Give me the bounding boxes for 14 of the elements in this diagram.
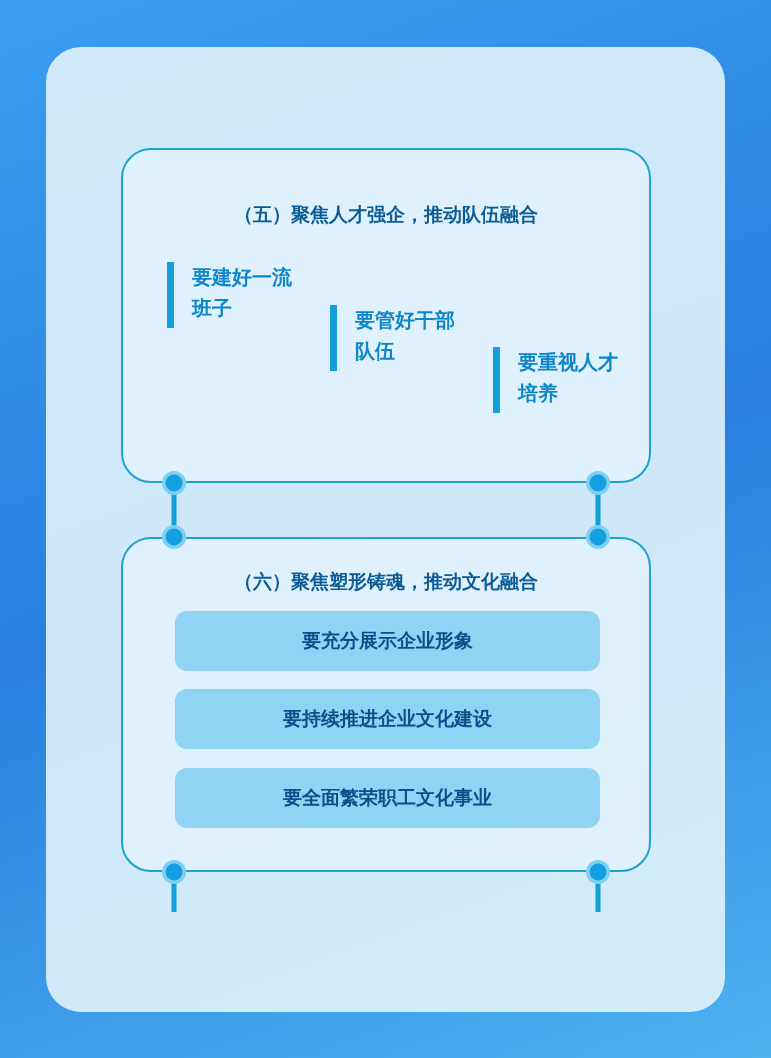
item-banner: 要全面繁荣职工文化事业 [175,768,600,828]
connector-line [586,860,610,912]
item-banner: 要持续推进企业文化建设 [175,689,600,749]
connector-line [586,471,610,549]
section-panel [121,537,651,872]
connector-line [162,471,186,549]
connector-line [162,860,186,912]
item-banner: 要充分展示企业形象 [175,611,600,671]
bullet-item: 要管好干部队伍 [330,305,460,371]
section-heading: （五）聚焦人才强企，推动队伍融合 [233,202,539,227]
section-heading: （六）聚焦塑形铸魂，推动文化融合 [233,569,539,594]
bullet-item: 要建好一流班子 [167,262,297,328]
section-panel [121,148,651,483]
bullet-item: 要重视人才培养 [493,347,623,413]
